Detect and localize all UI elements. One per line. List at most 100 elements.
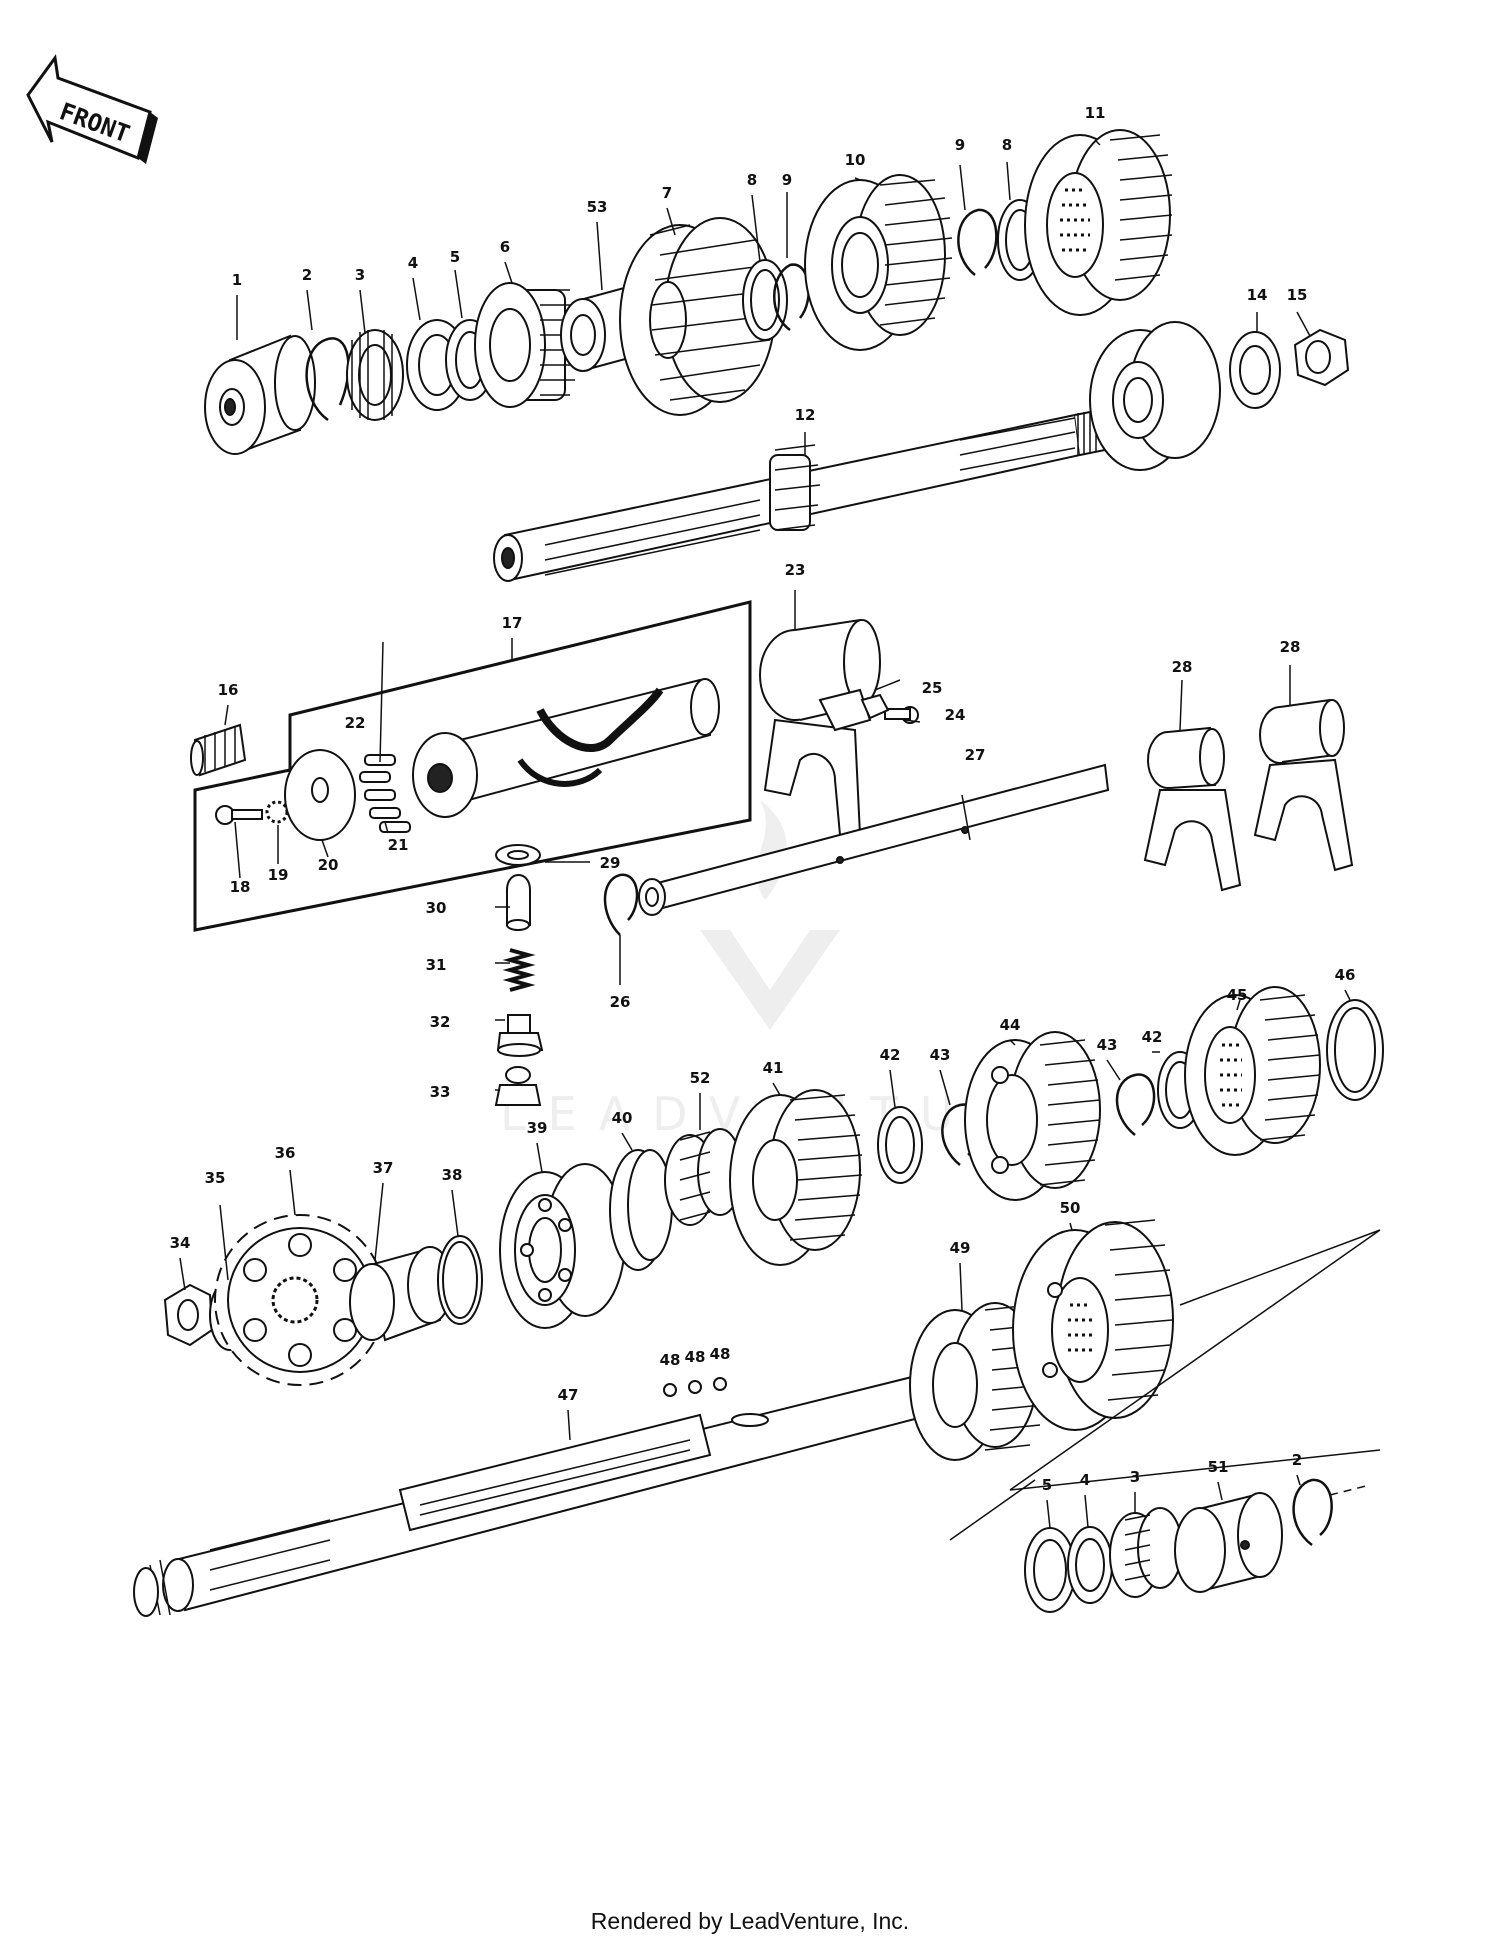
part-48-balls — [663, 1377, 727, 1397]
label-7: 7 — [662, 184, 672, 202]
part-labels: 1 2 3 4 5 6 53 7 8 9 10 9 8 11 12 14 15 … — [170, 104, 1356, 1494]
part-9-circlip-right — [957, 208, 998, 276]
label-30: 30 — [426, 899, 447, 917]
label-39: 39 — [527, 1119, 548, 1137]
part-28-shift-fork-right — [1253, 698, 1354, 872]
part-21-pins — [364, 789, 411, 833]
part-16-neutral-switch — [190, 723, 247, 777]
part-42-circlip-left — [877, 1106, 923, 1184]
part-10-gear — [804, 174, 953, 351]
label-37: 37 — [373, 1159, 394, 1177]
label-14: 14 — [1247, 286, 1268, 304]
label-32: 32 — [430, 1013, 451, 1031]
part-31-spring — [502, 948, 536, 992]
label-2: 2 — [302, 266, 312, 284]
front-arrow-icon: FRONT — [26, 54, 158, 164]
label-33: 33 — [430, 1083, 451, 1101]
label-9-upper-left: 9 — [782, 171, 792, 189]
part-51-bushing — [1174, 1492, 1283, 1593]
part-46-ring — [1326, 999, 1384, 1101]
label-46: 46 — [1335, 966, 1356, 984]
part-30-plunger — [506, 874, 531, 931]
part-41-gear — [729, 1089, 863, 1266]
label-21: 21 — [388, 836, 409, 854]
label-51: 51 — [1208, 1458, 1229, 1476]
label-19: 19 — [268, 866, 289, 884]
part-47-output-shaft — [133, 1373, 932, 1617]
part-14-washer — [1229, 331, 1281, 409]
part-32-plug — [496, 1014, 544, 1057]
label-38: 38 — [442, 1166, 463, 1184]
label-8-upper-left: 8 — [747, 171, 757, 189]
label-28-left: 28 — [1172, 658, 1193, 676]
label-16: 16 — [218, 681, 239, 699]
label-48-a: 48 — [660, 1351, 681, 1369]
part-43-circlip-right — [1115, 1073, 1156, 1136]
part-27-shift-rod — [638, 763, 1110, 916]
label-18: 18 — [230, 878, 251, 896]
label-24: 24 — [945, 706, 966, 724]
part-7-gear — [619, 217, 776, 416]
part-15-nut — [1293, 328, 1350, 387]
label-34: 34 — [170, 1234, 191, 1252]
part-5-washer-lower — [1024, 1527, 1076, 1613]
label-10: 10 — [845, 151, 866, 169]
part-44-gear — [964, 1031, 1101, 1201]
label-50: 50 — [1060, 1199, 1081, 1217]
label-48-c: 48 — [710, 1345, 731, 1363]
part-18-screw — [215, 805, 263, 825]
label-52: 52 — [690, 1069, 711, 1087]
label-40: 40 — [612, 1109, 633, 1127]
part-26-circlip — [603, 873, 639, 936]
leader-lines — [179, 139, 1351, 1529]
part-25-lockwasher — [860, 693, 890, 720]
part-34-nut — [163, 1283, 214, 1347]
part-24-screw — [884, 706, 919, 724]
part-50-gear — [1012, 1219, 1174, 1431]
label-36: 36 — [275, 1144, 296, 1162]
label-5-lower: 5 — [1042, 1476, 1052, 1494]
part-3-needle-bearing — [346, 329, 404, 421]
label-53: 53 — [587, 198, 608, 216]
part-20-plate — [284, 749, 356, 841]
label-4-lower: 4 — [1080, 1471, 1090, 1489]
part-19-lockwasher — [265, 800, 289, 824]
part-1-bearing-cup — [204, 334, 316, 455]
label-8-upper-right: 8 — [1002, 136, 1012, 154]
label-28-right: 28 — [1280, 638, 1301, 656]
part-28-shift-fork-left — [1143, 726, 1242, 892]
label-26: 26 — [610, 993, 631, 1011]
label-25: 25 — [922, 679, 943, 697]
ball-bearing-upper — [1089, 321, 1221, 471]
part-11-gear — [1024, 129, 1173, 316]
label-9-upper-right: 9 — [955, 136, 965, 154]
label-41: 41 — [763, 1059, 784, 1077]
part-3-needle-bearing-lower — [1109, 1507, 1183, 1598]
part-29-washer — [495, 844, 541, 866]
label-42-left: 42 — [880, 1046, 901, 1064]
part-6-gear — [474, 282, 578, 408]
label-44: 44 — [1000, 1016, 1021, 1034]
label-20: 20 — [318, 856, 339, 874]
label-31: 31 — [426, 956, 447, 974]
label-23: 23 — [785, 561, 806, 579]
part-38-oring — [437, 1235, 483, 1325]
label-6: 6 — [500, 238, 510, 256]
label-1: 1 — [232, 271, 242, 289]
label-27: 27 — [965, 746, 986, 764]
part-45-gear — [1184, 986, 1321, 1156]
label-45: 45 — [1227, 986, 1248, 1004]
label-3-lower: 3 — [1130, 1468, 1140, 1486]
label-48-b: 48 — [685, 1348, 706, 1366]
label-47: 47 — [558, 1386, 579, 1404]
label-43-left: 43 — [930, 1046, 951, 1064]
label-3: 3 — [355, 266, 365, 284]
label-43-right: 43 — [1097, 1036, 1118, 1054]
part-36-sprocket — [214, 1214, 386, 1386]
label-2-lower: 2 — [1292, 1451, 1302, 1469]
label-12: 12 — [795, 406, 816, 424]
label-17: 17 — [502, 614, 523, 632]
label-15: 15 — [1287, 286, 1308, 304]
part-2-circlip-lower — [1292, 1478, 1333, 1547]
